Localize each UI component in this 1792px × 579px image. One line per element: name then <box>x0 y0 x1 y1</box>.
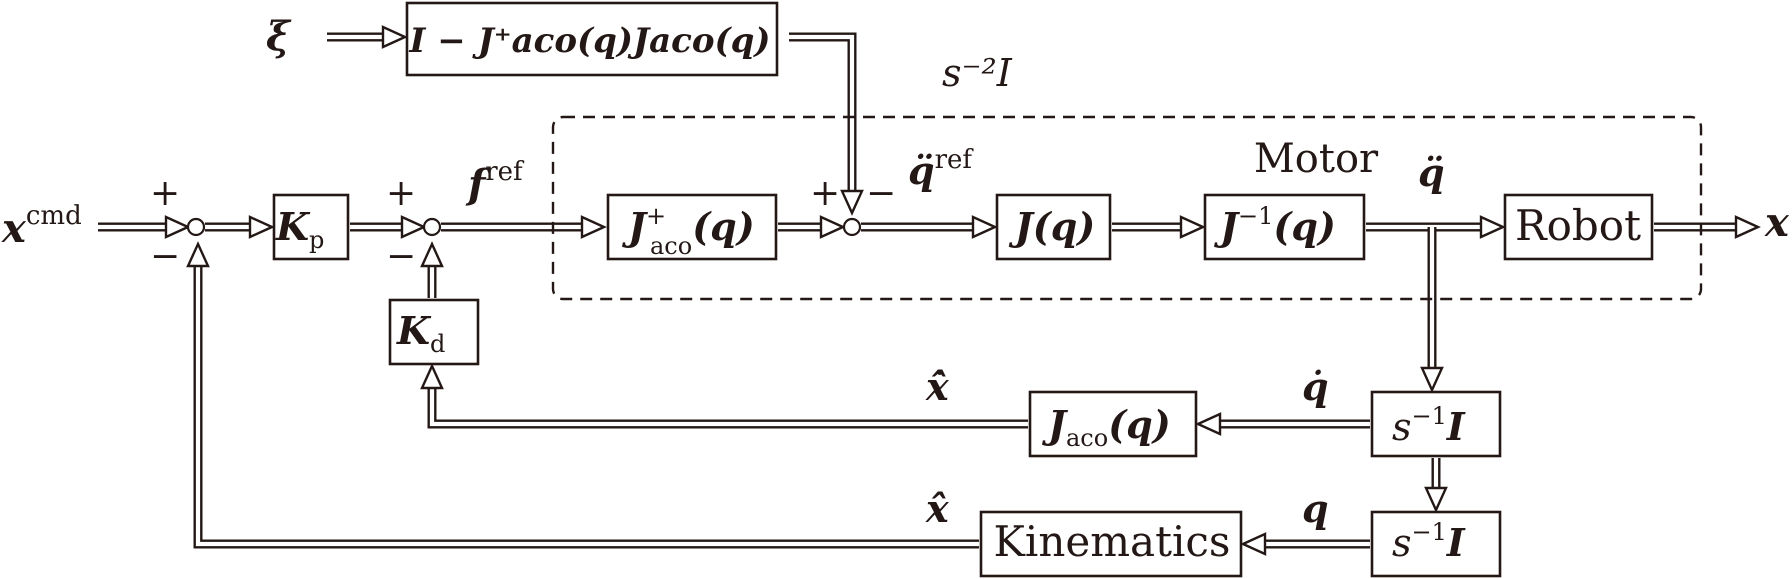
sum2-minus-sign: − <box>386 236 416 277</box>
group-label: s⁻²I <box>942 51 1013 95</box>
xi-to-nullspace-arrow-head <box>381 25 408 49</box>
integrator-1-to-2-arrow-head <box>1424 486 1448 513</box>
plant-group-boundary <box>551 115 1703 301</box>
kinematics-block-label: Kinematics <box>994 517 1231 566</box>
j-block <box>995 193 1112 261</box>
integrator-1-block <box>1370 390 1502 458</box>
jplus-block <box>606 193 778 261</box>
nullspace-block-label: I − J⁺aco(q)Jaco(q) <box>409 21 771 61</box>
sum3-to-j-arrow <box>861 215 998 239</box>
sum3-plus-sign: + <box>810 173 840 214</box>
xcmd-signal-label: xcmd <box>1 201 82 252</box>
jaco-to-kd-arrow-fill <box>429 384 1028 427</box>
jinv-to-robot-arrow-head <box>1479 215 1506 239</box>
xhat-signal-label: x̂ <box>925 486 950 531</box>
jaco-to-kd-arrow <box>420 363 1028 429</box>
robot-block-label: Robot <box>1515 201 1641 250</box>
jinv-to-robot-arrow <box>1366 215 1506 239</box>
sum1-to-kp-arrow-head <box>248 215 275 239</box>
integrator-1-label: s−1I <box>1392 402 1466 449</box>
kp-block <box>272 193 350 261</box>
sum3-to-j-arrow-head <box>971 215 998 239</box>
nullspace-to-sum3-arrow <box>789 32 864 216</box>
xcmd-to-sum1-arrow <box>98 215 191 239</box>
q-signal-label: q <box>1302 486 1329 531</box>
sum2-to-jplus-arrow-head <box>580 215 607 239</box>
sum1-to-kp-arrow <box>205 215 275 239</box>
qdd-signal-label: q̈ <box>1418 150 1445 195</box>
integrator-2-label: s−1I <box>1392 518 1466 565</box>
qddref-signal-label: q̈ref <box>908 145 974 193</box>
nullspace-block <box>405 1 779 77</box>
sum1-plus-sign: + <box>150 173 180 214</box>
kp-to-sum2-arrow <box>350 215 427 239</box>
robot-output-arrow <box>1654 215 1761 239</box>
jplus-to-sum3-arrow <box>778 215 846 239</box>
kd-block-label: Kd <box>396 308 445 358</box>
sum3-junction <box>842 217 862 237</box>
fref-signal-label: fref <box>465 157 525 208</box>
nullspace-to-sum3-arrow-outline <box>789 32 857 195</box>
kd-to-sum2-arrow <box>420 241 444 298</box>
motor-label: Motor <box>1254 136 1379 182</box>
robot-output-arrow-head <box>1734 215 1761 239</box>
qdd-to-integrator-arrow-head <box>1420 366 1444 393</box>
xhatdot-signal-label: x̂̇ <box>925 364 950 409</box>
q-to-kinematics-arrow <box>1240 532 1370 556</box>
x-output-label: x <box>1764 199 1790 246</box>
kinematics-to-sum1-arrow-fill <box>195 262 979 547</box>
sum2-plus-sign: + <box>386 173 416 214</box>
jinv-block <box>1203 193 1366 261</box>
qdot-signal-label: q̇ <box>1302 364 1329 409</box>
kp-block-label: Kp <box>275 204 324 254</box>
j-block-label: J(q) <box>1009 204 1096 249</box>
qdot-to-jaco-arrow-head <box>1195 412 1222 436</box>
kinematics-block <box>979 510 1243 578</box>
signal-arrows <box>98 25 1761 556</box>
q-to-kinematics-arrow-head <box>1240 532 1267 556</box>
kd-to-sum2-arrow-head <box>420 241 444 268</box>
sum2-to-jplus-arrow <box>441 215 607 239</box>
jaco-to-kd-arrow-head <box>420 363 444 390</box>
kinematics-to-sum1-arrow <box>186 241 979 549</box>
qdd-to-integrator-arrow <box>1420 227 1444 393</box>
j-to-jinv-arrow <box>1112 215 1206 239</box>
integrator-1-to-2-arrow <box>1424 458 1448 513</box>
jinv-block-label: J−1(q) <box>1214 202 1336 249</box>
nullspace-to-sum3-arrow-head <box>840 189 864 216</box>
robot-block <box>1503 193 1654 261</box>
qdot-to-jaco-arrow <box>1195 412 1370 436</box>
jaco-block <box>1028 390 1198 458</box>
integrator-2-block <box>1370 510 1502 578</box>
j-to-jinv-arrow-head <box>1179 215 1206 239</box>
sum3-minus-sign: − <box>866 173 896 214</box>
sum1-junction <box>186 217 206 237</box>
jplus-to-sum3-arrow-head <box>819 215 846 239</box>
diagram-blocks <box>272 1 1703 578</box>
kinematics-to-sum1-arrow-head <box>186 241 210 268</box>
kinematics-to-sum1-arrow-outline <box>193 262 979 549</box>
nullspace-to-sum3-arrow-fill <box>789 34 855 195</box>
kp-to-sum2-arrow-head <box>400 215 427 239</box>
xcmd-to-sum1-arrow-head <box>164 215 191 239</box>
jplus-block-label: J+aco(q) <box>622 202 755 260</box>
xi-signal-label: ξ <box>266 13 292 60</box>
sum1-minus-sign: − <box>150 236 180 277</box>
kd-block <box>388 298 480 366</box>
xi-to-nullspace-arrow <box>327 25 408 49</box>
sum2-junction <box>422 217 442 237</box>
